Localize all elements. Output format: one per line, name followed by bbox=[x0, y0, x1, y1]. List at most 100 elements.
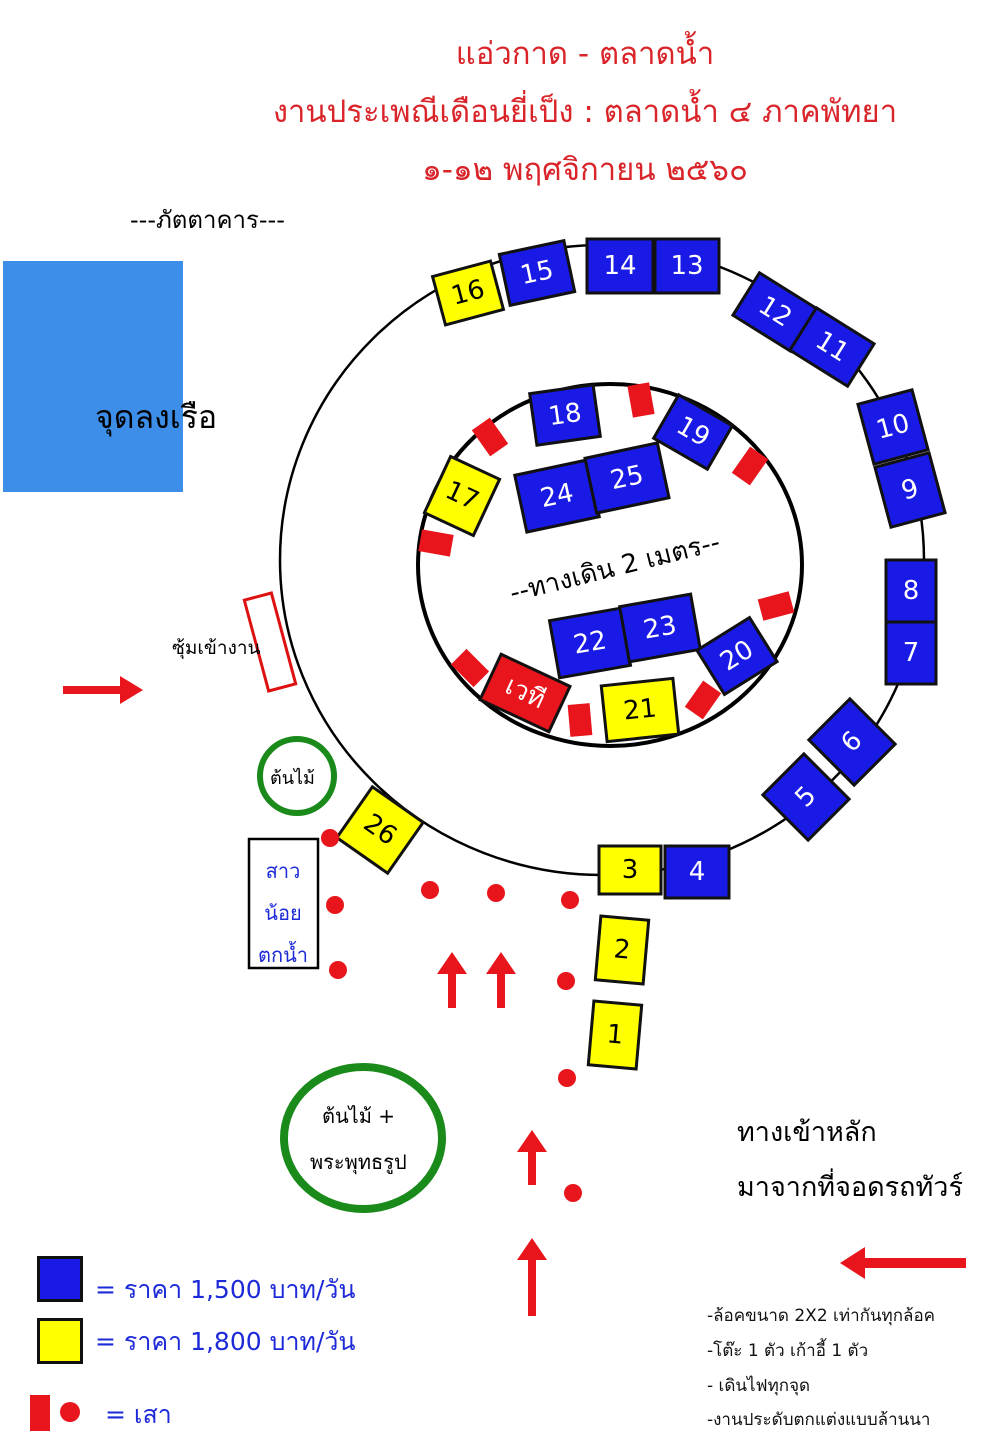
arrow-up-icon bbox=[486, 952, 516, 1008]
booth-box bbox=[422, 454, 502, 538]
post-dot bbox=[487, 884, 505, 902]
booth-24[interactable]: 24 bbox=[513, 458, 601, 534]
booth-number: 9 bbox=[898, 473, 922, 506]
booth-box bbox=[617, 592, 703, 664]
booth-4[interactable]: 4 bbox=[663, 844, 731, 900]
entrance-arch-label: ซุ้มเข้างาน bbox=[172, 637, 261, 659]
booth-14[interactable]: 14 bbox=[585, 237, 655, 295]
post-marker bbox=[627, 382, 655, 418]
booth-box bbox=[599, 676, 681, 744]
booth-number: 18 bbox=[547, 398, 584, 432]
post-dot bbox=[557, 972, 575, 990]
title-line-3: ๑-๑๒ พฤศจิกายน ๒๕๖๐ bbox=[422, 152, 748, 188]
booth-2[interactable]: 2 bbox=[593, 914, 651, 986]
booth-15[interactable]: 15 bbox=[497, 238, 577, 308]
booth-box bbox=[760, 751, 852, 843]
booth-box bbox=[585, 237, 655, 295]
booth-number: 1 bbox=[605, 1019, 624, 1050]
post-marker bbox=[418, 529, 454, 557]
booth-1[interactable]: 1 bbox=[586, 999, 644, 1071]
booth-13[interactable]: 13 bbox=[653, 237, 721, 295]
booth-number: 21 bbox=[622, 693, 658, 726]
legend-yellow-swatch bbox=[37, 1318, 83, 1364]
post-dot bbox=[564, 1184, 582, 1202]
booth-20[interactable]: 20 bbox=[694, 615, 780, 697]
post-marker bbox=[731, 446, 769, 486]
booth-number: 24 bbox=[538, 478, 577, 514]
booth-21[interactable]: 21 bbox=[599, 676, 681, 744]
booth-19[interactable]: 19 bbox=[651, 392, 735, 472]
label-line: ตกน้ำ bbox=[258, 943, 308, 967]
legend-post-text: = เสา bbox=[105, 1400, 172, 1429]
booth-18[interactable]: 18 bbox=[527, 383, 603, 447]
arrow-up-icon bbox=[517, 1238, 547, 1316]
booth-box bbox=[884, 558, 938, 624]
booth-9[interactable]: 9 bbox=[873, 450, 947, 530]
booth-number: 13 bbox=[670, 251, 703, 281]
booth-box bbox=[663, 844, 731, 900]
booth-number: 3 bbox=[622, 855, 639, 885]
booth-26[interactable]: 26 bbox=[334, 784, 426, 876]
arrow-right-icon bbox=[63, 676, 143, 704]
note-4: -งานประดับตกแต่งแบบล้านนา bbox=[707, 1410, 931, 1430]
booth-box bbox=[586, 999, 644, 1071]
booth-box bbox=[694, 615, 780, 697]
booth-box bbox=[856, 387, 930, 467]
title-line-2: งานประเพณีเดือนยี่เป็ง : ตลาดน้ำ ๔ ภาคพั… bbox=[272, 94, 898, 130]
booth-17[interactable]: 17 bbox=[422, 454, 502, 538]
post-marker bbox=[757, 591, 795, 621]
booth-number: 23 bbox=[641, 610, 679, 645]
booth-23[interactable]: 23 bbox=[617, 592, 703, 664]
boat-pier-label: จุดลงเรือ bbox=[95, 398, 218, 436]
main-entrance-label: ทางเข้าหลัก bbox=[737, 1117, 877, 1148]
booth-number: 14 bbox=[603, 251, 636, 281]
booth-number: 22 bbox=[571, 625, 609, 660]
booth-number: 8 bbox=[903, 576, 920, 606]
post-dot bbox=[421, 881, 439, 899]
post-dot bbox=[326, 896, 344, 914]
note-1: -ล้อคขนาด 2X2 เท่ากันทุกล้อค bbox=[707, 1306, 936, 1326]
booth-box bbox=[527, 383, 603, 447]
booth-box bbox=[430, 259, 506, 327]
legend-yellow-text: = ราคา 1,800 บาท/วัน bbox=[95, 1327, 356, 1356]
booth-number: 4 bbox=[689, 857, 706, 887]
legend-post-dot bbox=[60, 1402, 80, 1422]
booth-11[interactable]: 11 bbox=[787, 305, 877, 389]
note-2: -โต๊ะ 1 ตัว เก้าอี้ 1 ตัว bbox=[707, 1341, 869, 1361]
booth-7[interactable]: 7 bbox=[884, 620, 938, 686]
legend-blue-swatch bbox=[37, 1256, 83, 1302]
stage[interactable]: เวที bbox=[478, 652, 572, 734]
post-dot bbox=[329, 961, 347, 979]
girl-fall-water-label: สาว น้อย ตกน้ำ bbox=[252, 850, 314, 976]
booth-box bbox=[583, 441, 671, 515]
post-dot bbox=[558, 1069, 576, 1087]
booth-box bbox=[334, 784, 426, 876]
girl-fall-water-box bbox=[247, 837, 320, 970]
tree-circle bbox=[257, 736, 337, 816]
tree-buddha-label-2: พระพุทธรูป bbox=[310, 1150, 407, 1174]
booth-25[interactable]: 25 bbox=[583, 441, 671, 515]
booth-6[interactable]: 6 bbox=[806, 696, 898, 788]
booth-box bbox=[593, 914, 651, 986]
booth-box bbox=[806, 696, 898, 788]
booth-8[interactable]: 8 bbox=[884, 558, 938, 624]
booth-5[interactable]: 5 bbox=[760, 751, 852, 843]
tree-label: ต้นไม้ bbox=[270, 768, 315, 789]
post-dot bbox=[321, 829, 339, 847]
booth-12[interactable]: 12 bbox=[730, 270, 820, 354]
post-marker bbox=[450, 648, 490, 688]
booth-22[interactable]: 22 bbox=[547, 606, 633, 680]
booth-box bbox=[884, 620, 938, 686]
booth-3[interactable]: 3 bbox=[597, 844, 663, 896]
tree-buddha-label-1: ต้นไม้ + bbox=[322, 1104, 396, 1128]
booth-box bbox=[653, 237, 721, 295]
booth-box bbox=[651, 392, 735, 472]
arrow-left-icon bbox=[840, 1247, 966, 1279]
booth-box bbox=[787, 305, 877, 389]
booth-16[interactable]: 16 bbox=[430, 259, 506, 327]
note-3: - เดินไฟทุกจุด bbox=[707, 1376, 811, 1396]
arrow-up-icon bbox=[437, 952, 467, 1008]
post-marker bbox=[471, 417, 509, 457]
booth-10[interactable]: 10 bbox=[856, 387, 930, 467]
